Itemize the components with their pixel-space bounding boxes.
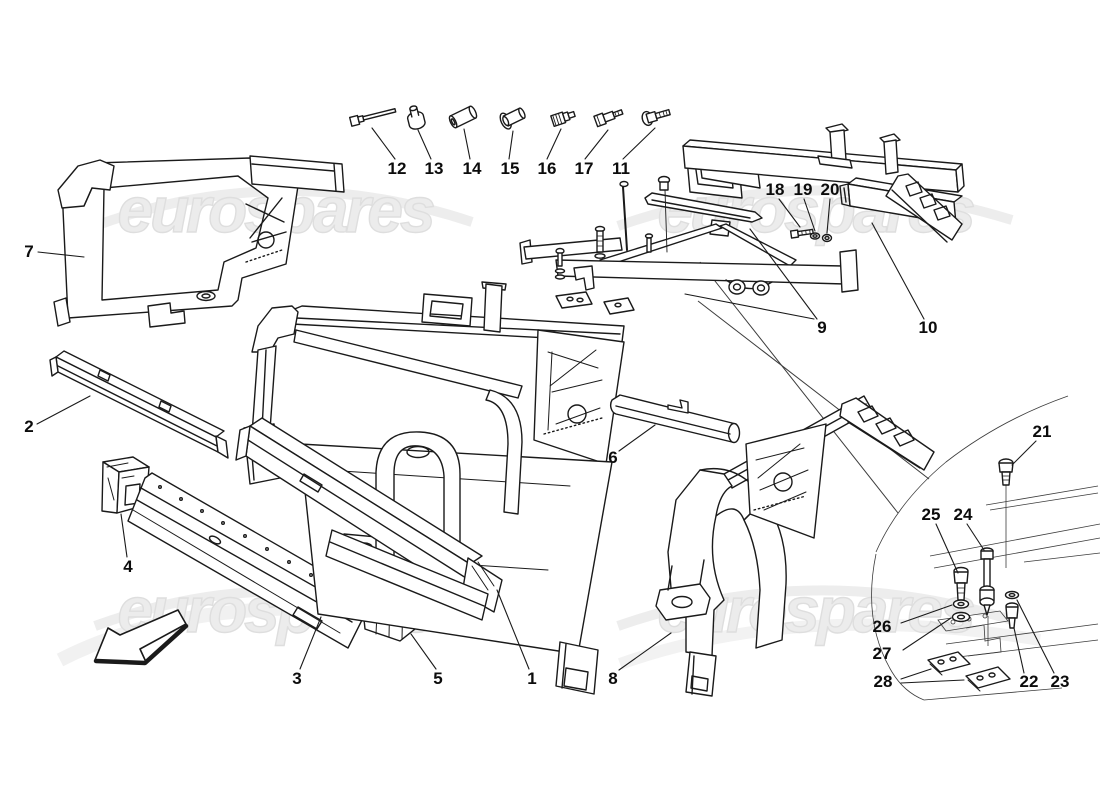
- fastener-18-bolt: [789, 228, 814, 239]
- fastener-12-pin-icon: [348, 108, 397, 127]
- direction-arrow-icon: [93, 609, 189, 666]
- callout-4: 4: [123, 557, 133, 576]
- washer-27: [951, 611, 971, 623]
- callout-5: 5: [433, 669, 443, 688]
- part-2-side-rail: [49, 350, 229, 459]
- callout-25: 25: [921, 505, 941, 524]
- part-1-rear-frame: [235, 281, 625, 695]
- callout-15: 15: [500, 159, 520, 178]
- callout-20: 20: [820, 180, 840, 199]
- callout-3: 3: [292, 669, 302, 688]
- washer-23: [1004, 590, 1020, 600]
- callout-18: 18: [765, 180, 785, 199]
- callout-24: 24: [953, 505, 973, 524]
- stud-24: [979, 547, 995, 616]
- callout-7: 7: [24, 242, 34, 261]
- callout-27: 27: [872, 644, 892, 663]
- callout-26: 26: [872, 617, 892, 636]
- part-6-cross-tube: [610, 394, 741, 444]
- part-9-rear-subframe: [519, 175, 859, 315]
- callout-2: 2: [24, 417, 34, 436]
- callout-9: 9: [817, 318, 827, 337]
- fastener-row: [348, 105, 671, 130]
- fastener-14-sleeve-icon: [448, 105, 478, 129]
- callout-14: 14: [462, 159, 482, 178]
- part-10-rear-crossmember: [682, 123, 965, 243]
- bolt-22: [1005, 602, 1019, 629]
- callout-17: 17: [574, 159, 594, 178]
- callout-23: 23: [1050, 672, 1070, 691]
- leader-lines: [36, 127, 1055, 684]
- callout-16: 16: [537, 159, 557, 178]
- callout-12: 12: [387, 159, 407, 178]
- washer-26: [952, 599, 970, 609]
- callout-19: 19: [793, 180, 813, 199]
- callout-28: 28: [873, 672, 893, 691]
- callout-22: 22: [1019, 672, 1039, 691]
- callout-10: 10: [918, 318, 938, 337]
- fastener-15-flanged-sleeve-icon: [499, 107, 526, 130]
- plates-28: [927, 651, 1011, 692]
- part-7-front-frame-module: [53, 155, 345, 328]
- part-8-rear-hoop-frame: [655, 395, 935, 697]
- callout-1: 1: [527, 669, 537, 688]
- hardware-cluster-right: [927, 458, 1020, 692]
- bolt-21: [998, 458, 1014, 486]
- fastener-11-bolt-icon: [641, 108, 671, 127]
- callout-13: 13: [424, 159, 444, 178]
- nut-20: [821, 233, 833, 243]
- callout-6: 6: [608, 448, 618, 467]
- callout-8: 8: [608, 669, 618, 688]
- fastener-17-stud-icon: [593, 109, 624, 128]
- fastener-13-rivet-icon: [407, 105, 426, 130]
- callout-11: 11: [612, 159, 630, 178]
- washer-19: [809, 232, 821, 240]
- subframe-hardware: [554, 175, 671, 280]
- fastener-16-insert-icon: [550, 110, 576, 128]
- callout-21: 21: [1032, 422, 1052, 441]
